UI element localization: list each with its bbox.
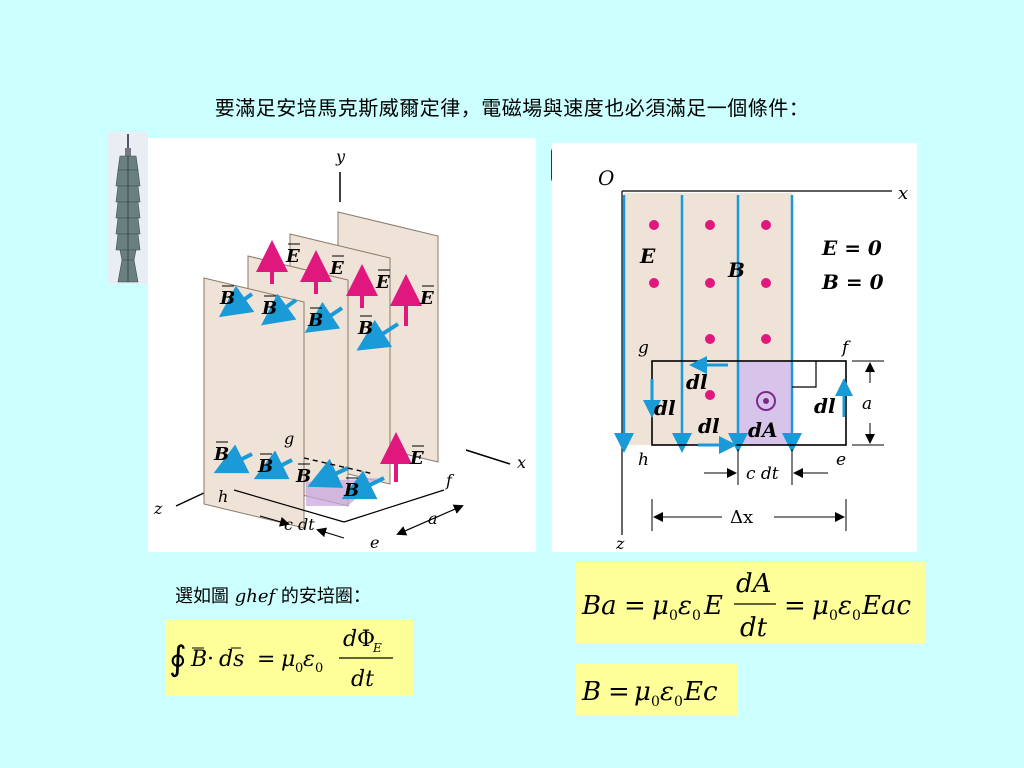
svg-text:0: 0 [829,608,838,624]
e-label: E [285,246,300,267]
svg-text:B: B [190,647,207,672]
b-label: B [219,288,235,309]
corner-f-label: f [445,471,455,490]
svg-text:μ: μ [634,677,651,707]
svg-text:dA: dA [736,569,771,599]
svg-text:0: 0 [852,608,861,624]
svg-text:=: = [257,647,275,672]
equation-ba: Ba = μ 0 ε 0 E dA dt = μ 0 ε 0 Eac [581,569,911,643]
dl-label-left: dl [654,396,676,420]
caption-prefix: 選如圖 [175,586,229,607]
equation-b: B = μ 0 ε 0 Ec [581,677,718,710]
b-label: B [295,466,311,487]
svg-text:0: 0 [674,694,683,710]
svg-text:0: 0 [315,661,323,676]
corner-e-label: e [370,533,379,552]
svg-text:0: 0 [651,694,660,710]
e-label: E [409,448,424,469]
svg-text:0: 0 [692,608,701,624]
caption-suffix: 的安培圈： [280,586,371,607]
svg-text:=: = [608,677,630,707]
svg-text:μ: μ [652,591,669,621]
ba-equation: Ba = μ 0 ε 0 E dA dt = μ 0 ε 0 Eac [576,562,926,644]
corner-g-label: g [638,338,649,358]
delta-x-label: Δx [730,507,753,528]
ampere-loop-figure: O x z E [552,143,917,553]
da-label: dA [748,418,778,442]
b-label: B [307,310,323,331]
b-vector [261,293,298,326]
b-vector [253,450,293,480]
svg-text:∮: ∮ [169,639,187,679]
z-axis-label: z [153,499,163,518]
b-vector [218,285,255,318]
corner-g-label: g [284,429,294,448]
e-label: E [375,272,390,293]
ampere-maxwell-equation: ∮ B · ds = μ 0 ε 0 d Φ E dt [165,620,413,696]
b-result-equation: B = μ 0 ε 0 Ec [576,664,738,716]
dl-label-right: dl [814,394,836,418]
svg-text:ε: ε [303,647,315,672]
svg-text:ε: ε [838,591,852,621]
c-dt-label: c dt [284,515,315,534]
corner-h-label: h [638,450,649,470]
svg-text:dt: dt [351,667,374,692]
page-title: 要滿足安培馬克斯威爾定律，電磁場與速度也必須滿足一個條件： [214,96,810,120]
svg-text:Ba: Ba [581,591,617,621]
svg-text:Φ: Φ [357,627,375,652]
corner-h-label: h [218,487,228,506]
svg-text:μ: μ [812,591,829,621]
corner-f-label: f [840,338,851,358]
b-vector [307,458,349,488]
b-label: B [357,318,373,339]
b-label: B [213,444,229,465]
b-vector [341,470,385,500]
e-label: E [639,244,656,268]
side-a-label: a [428,509,438,528]
corner-e-label: e [836,450,846,470]
b-zero-label: B = 0 [821,270,884,294]
y-axis-label: y [335,147,346,166]
b-label: B [727,258,745,282]
dl-label-top: dl [686,370,708,394]
svg-text:0: 0 [295,661,303,676]
svg-text:μ: μ [281,647,295,672]
svg-text:Eac: Eac [861,591,911,621]
c-dt-label: c dt [746,464,779,484]
b-label: B [257,456,273,477]
equation-ampere: ∮ B · ds = μ 0 ε 0 d Φ E dt [169,627,393,692]
plane-wave-sheets-figure: y x z [148,138,536,552]
e-label: E [419,288,434,309]
x-axis-label: x [898,183,908,204]
b-label: B [261,298,277,319]
b-vector [304,301,344,333]
svg-text:E: E [372,641,382,655]
svg-text:ε: ε [660,677,674,707]
svg-text:·: · [207,647,214,672]
svg-text:Ec: Ec [683,677,718,707]
svg-text:=: = [784,591,806,621]
svg-text:0: 0 [669,608,678,624]
origin-label: O [598,166,614,190]
x-axis-label: x [517,453,526,472]
svg-text:=: = [624,591,646,621]
b-label: B [343,480,359,501]
taipei-101-icon [108,132,148,284]
dl-label-bottom: dl [698,414,720,438]
svg-text:B: B [581,677,601,707]
e-label: E [329,258,344,279]
e-zero-label: E = 0 [821,236,882,260]
svg-text:ε: ε [678,591,692,621]
svg-text:ds: ds [219,647,244,672]
svg-text:d: d [343,627,357,652]
b-vector [213,444,253,474]
z-axis-label: z [615,534,625,552]
loop-caption: 選如圖 ghef 的安培圈： [175,582,371,608]
svg-text:dt: dt [740,613,768,643]
side-a-label: a [862,394,872,414]
svg-text:E: E [703,591,723,621]
caption-loop-name: ghef [234,586,276,607]
b-vector [356,319,400,351]
